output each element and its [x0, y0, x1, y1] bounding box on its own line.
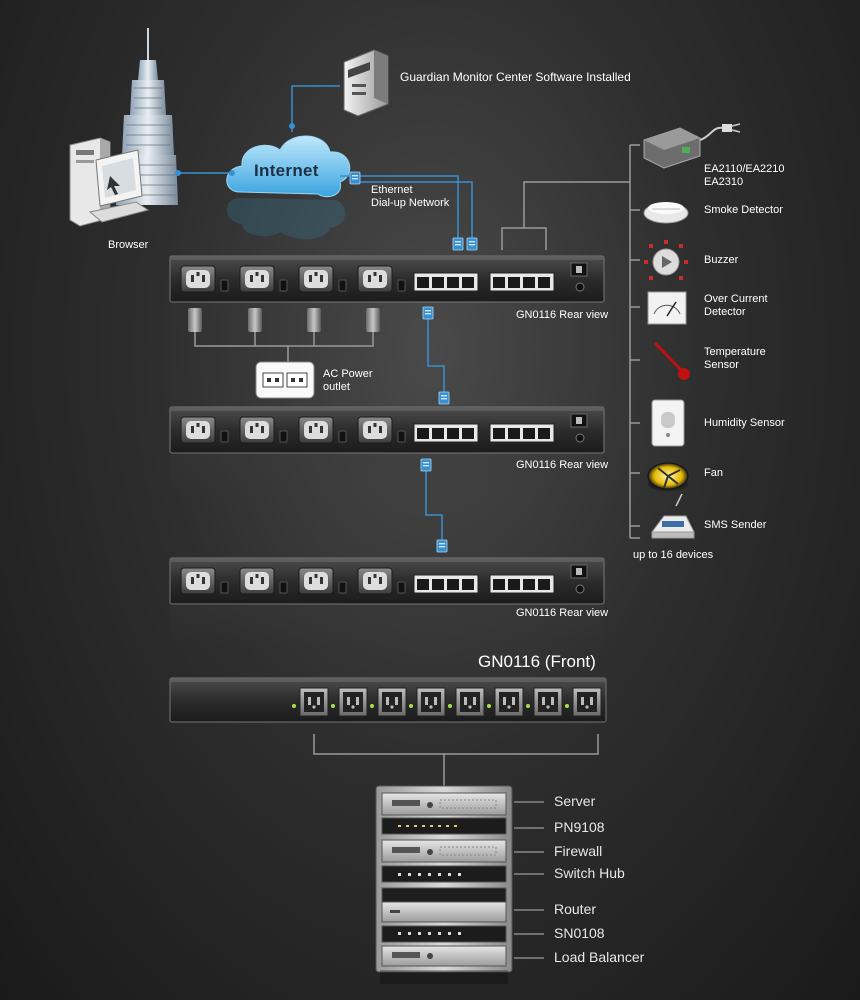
outlet-indicator-led [331, 704, 335, 708]
ac-power-outlet-icon [255, 361, 315, 399]
rack-label-switch-hub: Switch Hub [554, 865, 625, 881]
rack-label-sn0108: SN0108 [554, 925, 605, 941]
front-title: GN0116 (Front) [478, 652, 596, 671]
rear-view-label-3: GN0116 Rear view [516, 607, 609, 619]
outlet-indicator-led [487, 704, 491, 708]
gn0116-rear-panel-3 [170, 558, 604, 646]
fan-icon [647, 462, 689, 491]
rear-view-label-2: GN0116 Rear view [516, 459, 609, 471]
network-label: Ethernet Dial-up Network [371, 184, 450, 209]
internet-cloud-icon [226, 135, 351, 240]
gn0116-rear-panel-1 [170, 256, 604, 302]
network-plug-icon [438, 391, 450, 405]
sensor-connection-lines [501, 144, 640, 539]
internet-label: Internet [254, 161, 319, 180]
sensor-label-humidity: Humidity Sensor [704, 417, 785, 429]
over-current-detector-icon [647, 291, 687, 325]
rack-label-router: Router [554, 901, 597, 917]
desktop-computer-icon [69, 137, 150, 227]
outlet-indicator-led [526, 704, 530, 708]
front-outlets [292, 687, 602, 717]
outlet-indicator-led [409, 704, 413, 708]
front-outlet-icon [455, 687, 485, 717]
rack-label-server: Server [554, 793, 596, 809]
front-outlet-icon [416, 687, 446, 717]
front-outlet-icon [533, 687, 563, 717]
network-plug-icon [420, 458, 432, 472]
daisy-chain-line [427, 318, 445, 392]
rack-connection-lines [313, 734, 599, 786]
outlet-indicator-led [370, 704, 374, 708]
outlet-indicator-led [448, 704, 452, 708]
internet-connection-lines [180, 85, 473, 240]
network-plug-icon [466, 237, 478, 251]
daisy-chain-line [425, 470, 443, 540]
ac-outlet-label: AC Power outlet [323, 368, 373, 393]
outlet-indicator-led [565, 704, 569, 708]
rack-label-pn9108: PN9108 [554, 819, 605, 835]
temperature-sensor-icon [654, 342, 690, 380]
front-outlet-icon [572, 687, 602, 717]
outlet-indicator-led [292, 704, 296, 708]
server-rack-icon [375, 785, 513, 984]
smoke-detector-icon [643, 202, 689, 224]
ac-power-plugs [188, 308, 380, 362]
rack-label-leaders [514, 801, 544, 959]
devices-footer: up to 16 devices [633, 549, 714, 561]
rack-label-firewall: Firewall [554, 843, 603, 859]
sensor-label-smoke-detector: Smoke Detector [704, 204, 783, 216]
rack-label-load-balancer: Load Balancer [554, 949, 645, 965]
browser-label: Browser [108, 239, 149, 251]
network-plug-icon [436, 539, 448, 553]
network-plug-icon [452, 237, 464, 251]
front-outlet-icon [299, 687, 329, 717]
sensor-label-over-current: Over Current Detector [704, 293, 768, 318]
sensor-label-sms-sender: SMS Sender [704, 519, 767, 531]
humidity-sensor-icon [651, 399, 685, 447]
rear-view-label-1: GN0116 Rear view [516, 309, 609, 321]
sensor-label-buzzer: Buzzer [704, 254, 739, 266]
sms-sender-icon [651, 493, 695, 539]
sensor-label-temperature: Temperature Sensor [704, 346, 766, 371]
network-plug-icon [422, 306, 434, 320]
gn0116-rear-panel-2 [170, 407, 604, 495]
front-outlet-icon [338, 687, 368, 717]
sensor-label-fan: Fan [704, 467, 723, 479]
front-outlet-icon [377, 687, 407, 717]
front-outlet-icon [494, 687, 524, 717]
software-label: Guardian Monitor Center Software Install… [400, 70, 631, 84]
network-plug-icon [349, 171, 361, 185]
monitor-server-icon [343, 49, 389, 117]
buzzer-icon [644, 240, 688, 280]
ea-adapter-icon [643, 123, 741, 169]
sensor-label-ea: EA2110/EA2210 EA2310 [704, 163, 785, 188]
